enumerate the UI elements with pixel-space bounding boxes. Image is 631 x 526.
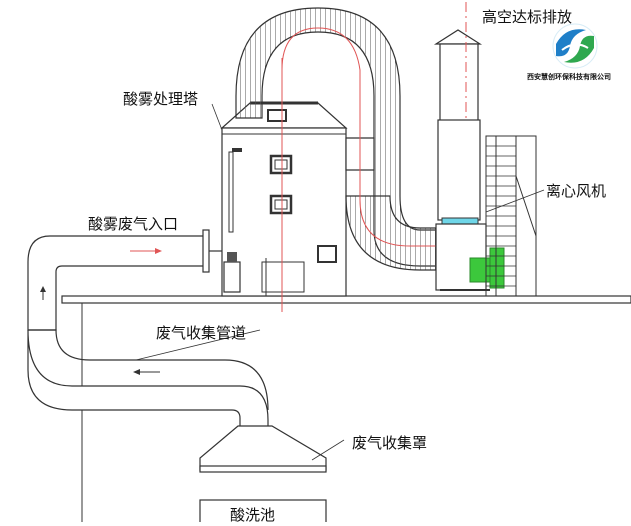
stack-frame <box>485 135 537 297</box>
acid-mist-tower <box>220 101 348 297</box>
inlet-duct <box>27 229 222 331</box>
label-acid-mist-inlet: 酸雾废气入口 <box>88 215 179 233</box>
leader-lines <box>135 103 545 461</box>
flow-line <box>281 27 440 312</box>
label-exhaust-hood: 废气收集罩 <box>352 434 428 452</box>
label-high-altitude-discharge: 高空达标排放 <box>482 8 573 26</box>
company-logo-icon <box>552 23 598 69</box>
label-exhaust-pipe: 废气收集管道 <box>156 324 247 342</box>
label-centrifugal-fan: 离心风机 <box>546 182 607 200</box>
label-acid-mist-tower: 酸雾处理塔 <box>123 90 199 108</box>
chimney <box>433 2 483 225</box>
arched-duct <box>235 7 441 271</box>
centrifugal-fan <box>435 223 505 291</box>
collection-duct <box>27 329 269 429</box>
exhaust-hood <box>199 425 327 473</box>
company-name: 西安慧创环保科技有限公司 <box>527 73 611 81</box>
pickling-tank <box>199 499 327 525</box>
label-pickling-tank: 酸洗池 <box>230 506 276 524</box>
